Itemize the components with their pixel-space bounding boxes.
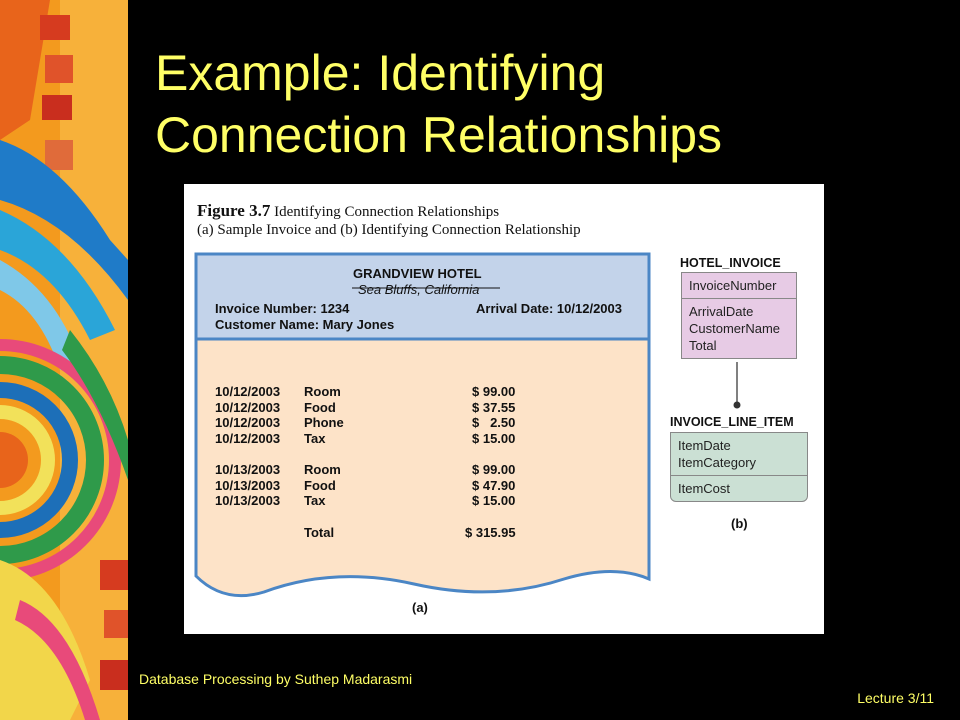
slide-title-line1: Example: Identifying	[155, 45, 606, 101]
invoice-total-label: Total	[304, 525, 335, 540]
invoice-location: Sea Bluffs, California	[358, 282, 480, 297]
entity-line-item-attributes: ItemCost	[671, 475, 807, 501]
part-b-label: (b)	[731, 516, 748, 531]
line-item-amount: $ 99.00	[472, 384, 516, 399]
invoice-arrival-date: Arrival Date: 10/12/2003	[476, 301, 622, 316]
slide-title: Example: Identifying Connection Relation…	[155, 42, 935, 166]
line-item-date: 10/12/2003	[215, 415, 281, 431]
part-a-label: (a)	[412, 600, 428, 615]
line-item-date: 10/13/2003	[215, 477, 281, 493]
figure-subcaption: (a) Sample Invoice and (b) Identifying C…	[197, 222, 581, 238]
invoice-customer-name: Customer Name: Mary Jones	[215, 317, 395, 332]
line-item-item: Tax	[304, 493, 326, 509]
line-item-amount: $ 2.50	[472, 415, 516, 431]
entity-key-attribute: ItemCategory	[678, 455, 757, 470]
footer-author: Database Processing by Suthep Madarasmi	[139, 671, 413, 687]
entity-attribute: CustomerName	[689, 321, 781, 336]
slide-title-line2: Connection Relationships	[155, 107, 723, 163]
abstract-art-image	[0, 0, 128, 720]
invoice-shape	[194, 252, 741, 598]
entity-hotel-invoice-name: HOTEL_INVOICE	[680, 256, 781, 270]
line-item-item: Room	[304, 384, 341, 399]
line-item-amount: $ 47.90	[472, 477, 516, 493]
decorative-side-art	[0, 0, 128, 720]
line-item-date: 10/13/2003	[215, 493, 281, 509]
figure-caption: Figure 3.7 Identifying Connection Relati…	[197, 202, 581, 239]
footer-page-number: Lecture 3/11	[857, 690, 934, 706]
entity-attribute: ArrivalDate	[689, 304, 754, 319]
line-item-date: 10/12/2003	[215, 431, 281, 447]
line-item-date: 10/12/2003	[215, 399, 281, 415]
invoice-number: Invoice Number: 1234	[215, 301, 350, 316]
invoice-total-amount: $ 315.95	[465, 525, 516, 540]
entity-hotel-invoice-key: InvoiceNumber	[689, 278, 777, 293]
line-item-amount: $ 99.00	[472, 461, 516, 477]
line-item-item: Tax	[304, 431, 326, 447]
line-item-item: Food	[304, 399, 336, 415]
line-item-amount: $ 37.55	[472, 399, 516, 415]
entity-attribute: Total	[689, 338, 717, 353]
line-item-amount: $ 15.00	[472, 431, 516, 447]
figure-image: Figure 3.7 Identifying Connection Relati…	[184, 184, 824, 634]
entity-line-item-name: INVOICE_LINE_ITEM	[670, 415, 794, 429]
line-item-item: Room	[304, 461, 341, 477]
line-item-date: 10/13/2003	[215, 461, 281, 477]
line-item-amount: $ 15.00	[472, 493, 516, 509]
line-item-date: 10/12/2003	[215, 384, 281, 399]
entity-attribute: ItemCost	[678, 481, 731, 496]
invoice-hotel-name: GRANDVIEW HOTEL	[353, 266, 482, 281]
figure-number: Figure 3.7	[197, 201, 271, 220]
line-item-item: Food	[304, 477, 336, 493]
entity-key-attribute: ItemDate	[678, 438, 731, 453]
line-item-item: Phone	[304, 415, 344, 431]
figure-caption-text: Identifying Connection Relationships	[274, 204, 500, 220]
